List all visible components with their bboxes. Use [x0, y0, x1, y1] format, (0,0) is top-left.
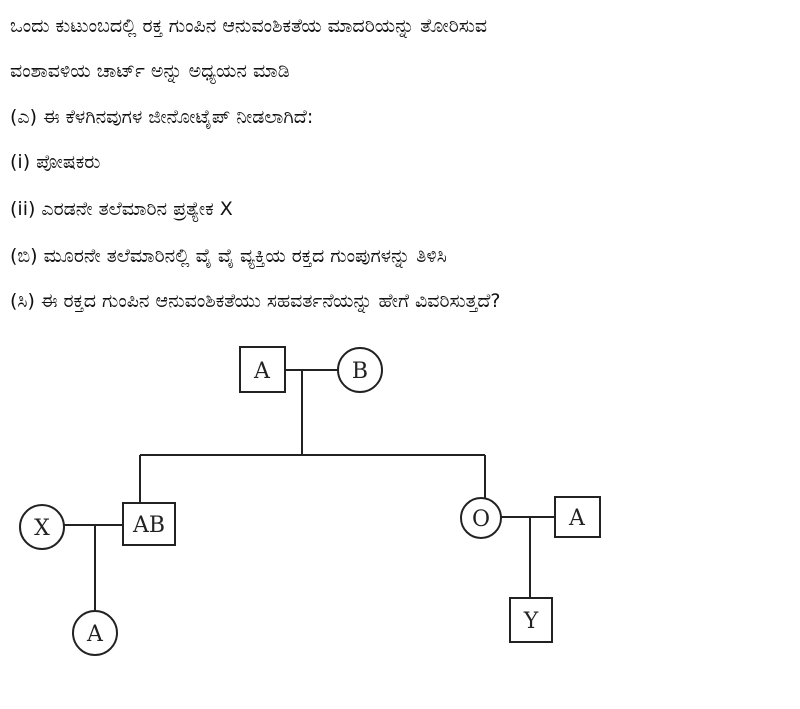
parent-female-label: B — [352, 359, 368, 384]
question-part-b: (ಬಿ) ಮೂರನೇ ತಲೆಮಾರಿನಲ್ಲಿ ವೈ ವೈ ವ್ಯಕ್ತಿಯ ರ… — [10, 245, 447, 267]
spouse-x-label: X — [34, 516, 50, 541]
question-part-a-ii: (ii) ಎರಡನೇ ತಲೆಮಾರಿನ ಪ್ರತ್ಯೇಕ X — [10, 198, 233, 220]
question-line-1: ಒಂದು ಕುಟುಂಬದಲ್ಲಿ ರಕ್ತ ಗುಂಪಿನ ಆನುವಂಶಿಕತೆಯ… — [10, 15, 488, 37]
grandchild-y-square: Y — [509, 597, 553, 643]
question-part-c: (ಸಿ) ಈ ರಕ್ತದ ಗುಂಪಿನ ಆನುವಂಶಿಕತೆಯು ಸಹವರ್ತನ… — [10, 290, 501, 312]
child-o-circle: O — [460, 497, 502, 539]
parent-male-label: A — [253, 359, 271, 384]
spouse-x-circle: X — [19, 504, 65, 550]
spouse-a-square: A — [554, 496, 601, 538]
grandchild-a-circle: A — [72, 610, 118, 656]
child-ab-square: AB — [122, 502, 176, 546]
spouse-a-label: A — [568, 506, 586, 531]
child-ab-label: AB — [132, 513, 165, 538]
child-o-label: O — [472, 507, 490, 532]
grandchild-y-label: Y — [523, 609, 539, 634]
parent-female-circle: B — [337, 347, 383, 393]
question-part-a: (ಎ) ಈ ಕೆಳಗಿನವುಗಳ ಜೀನೋಟೈಪ್ ನೀಡಲಾಗಿದೆ: — [10, 106, 314, 128]
grandchild-a-label: A — [86, 622, 104, 647]
question-part-a-i: (i) ಪೋಷಕರು — [10, 151, 101, 173]
question-line-2: ವಂಶಾವಳಿಯ ಚಾರ್ಟ್ ಅನ್ನು ಅಧ್ಯಯನ ಮಾಡಿ — [10, 60, 290, 82]
parent-male-square: A — [239, 346, 286, 393]
